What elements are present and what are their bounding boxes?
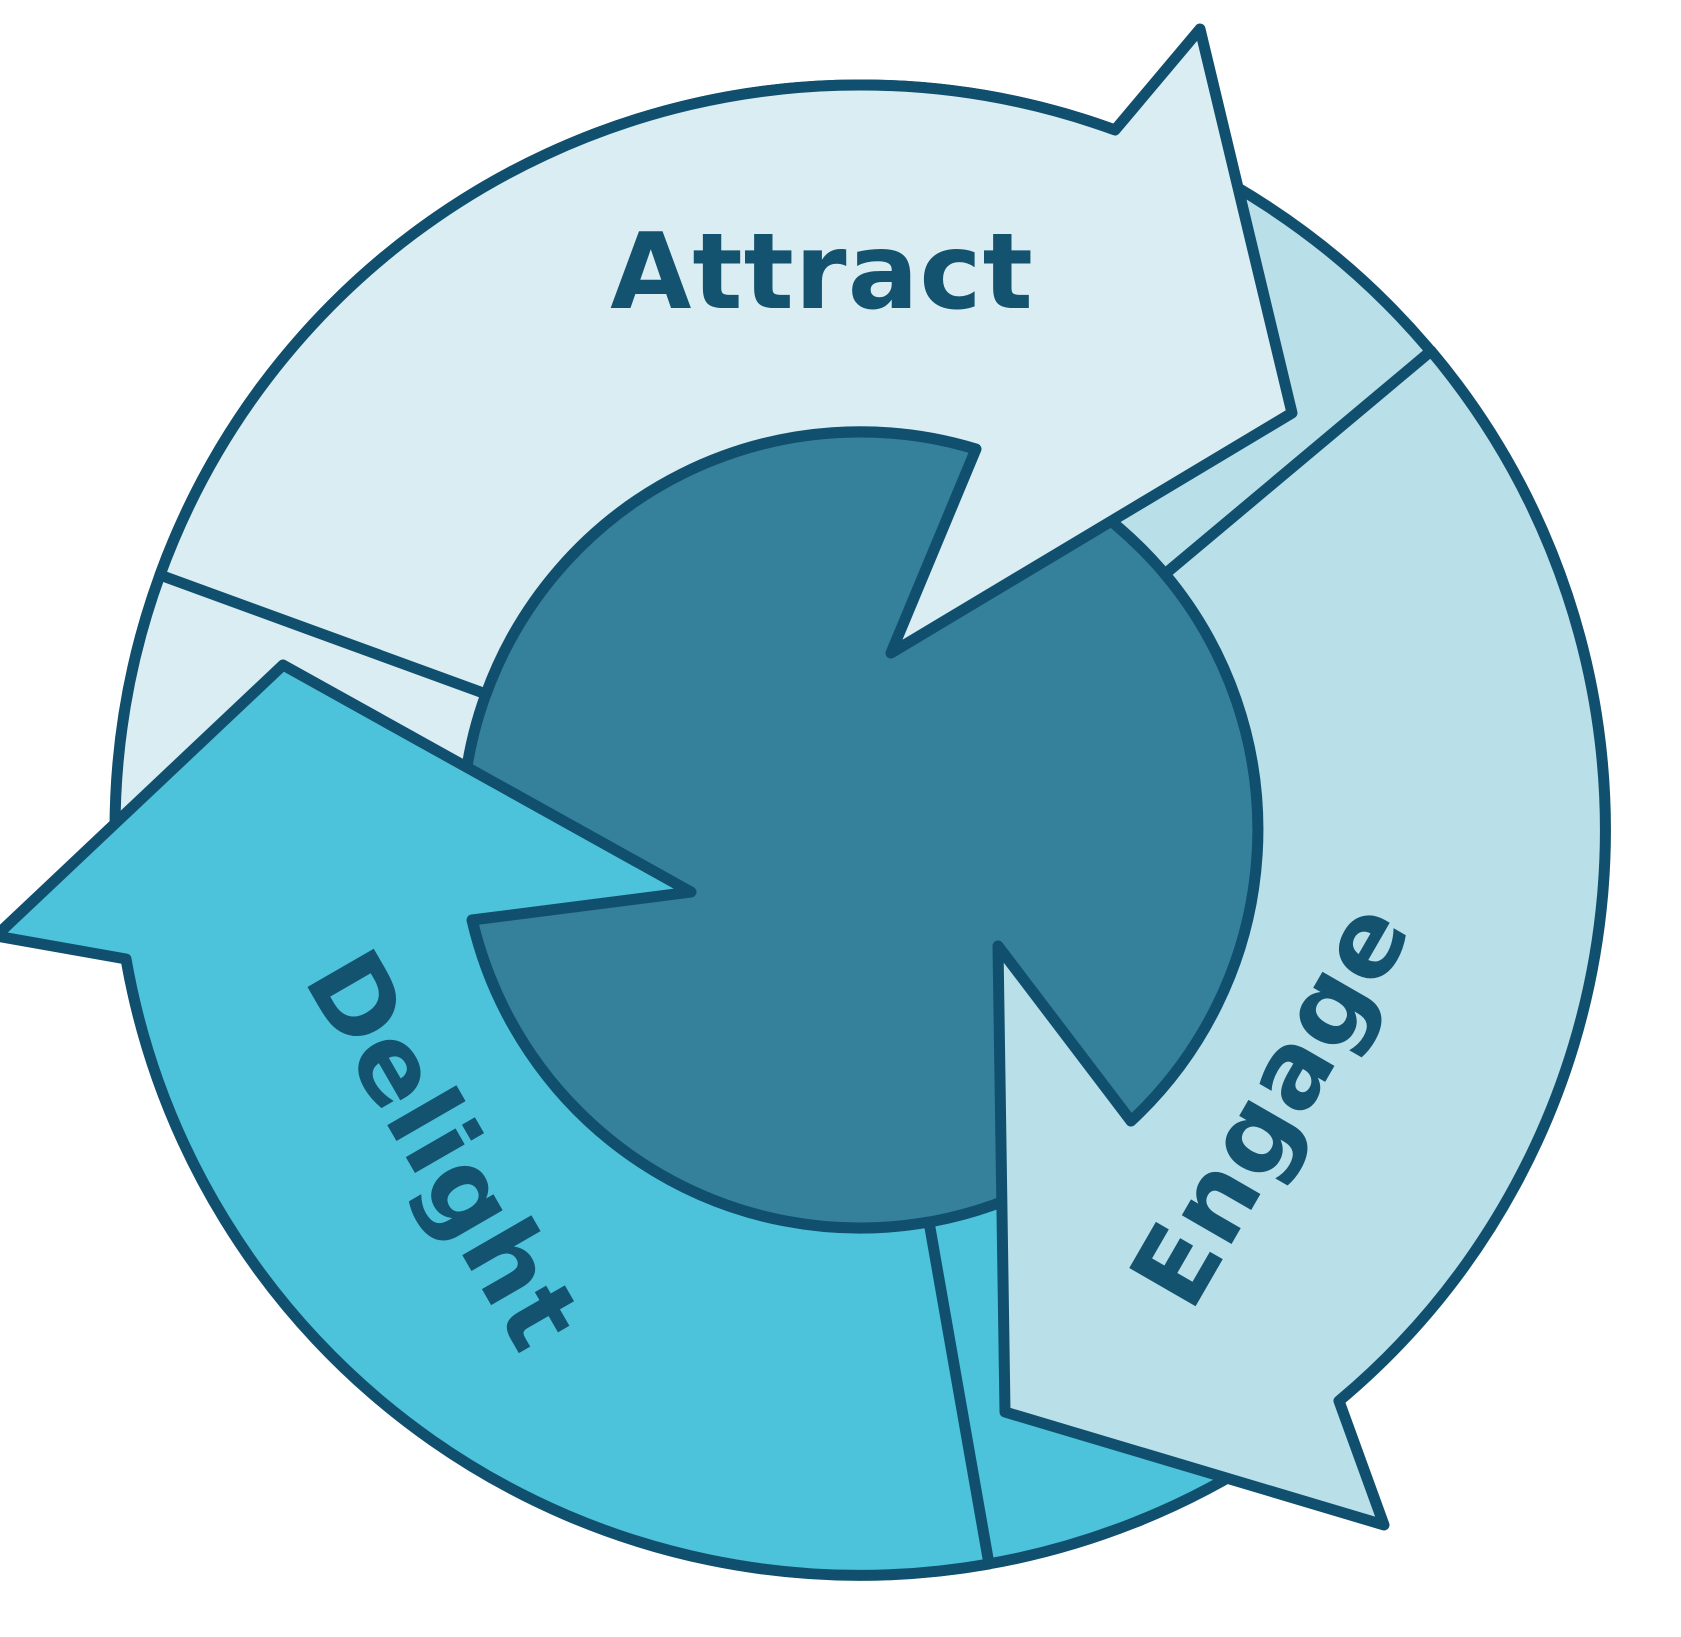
engage-arrow bbox=[992, 345, 1611, 1531]
delight-arrow bbox=[0, 659, 995, 1581]
attract-label: Attract bbox=[610, 211, 1034, 333]
attract-arrow bbox=[154, 23, 1298, 700]
